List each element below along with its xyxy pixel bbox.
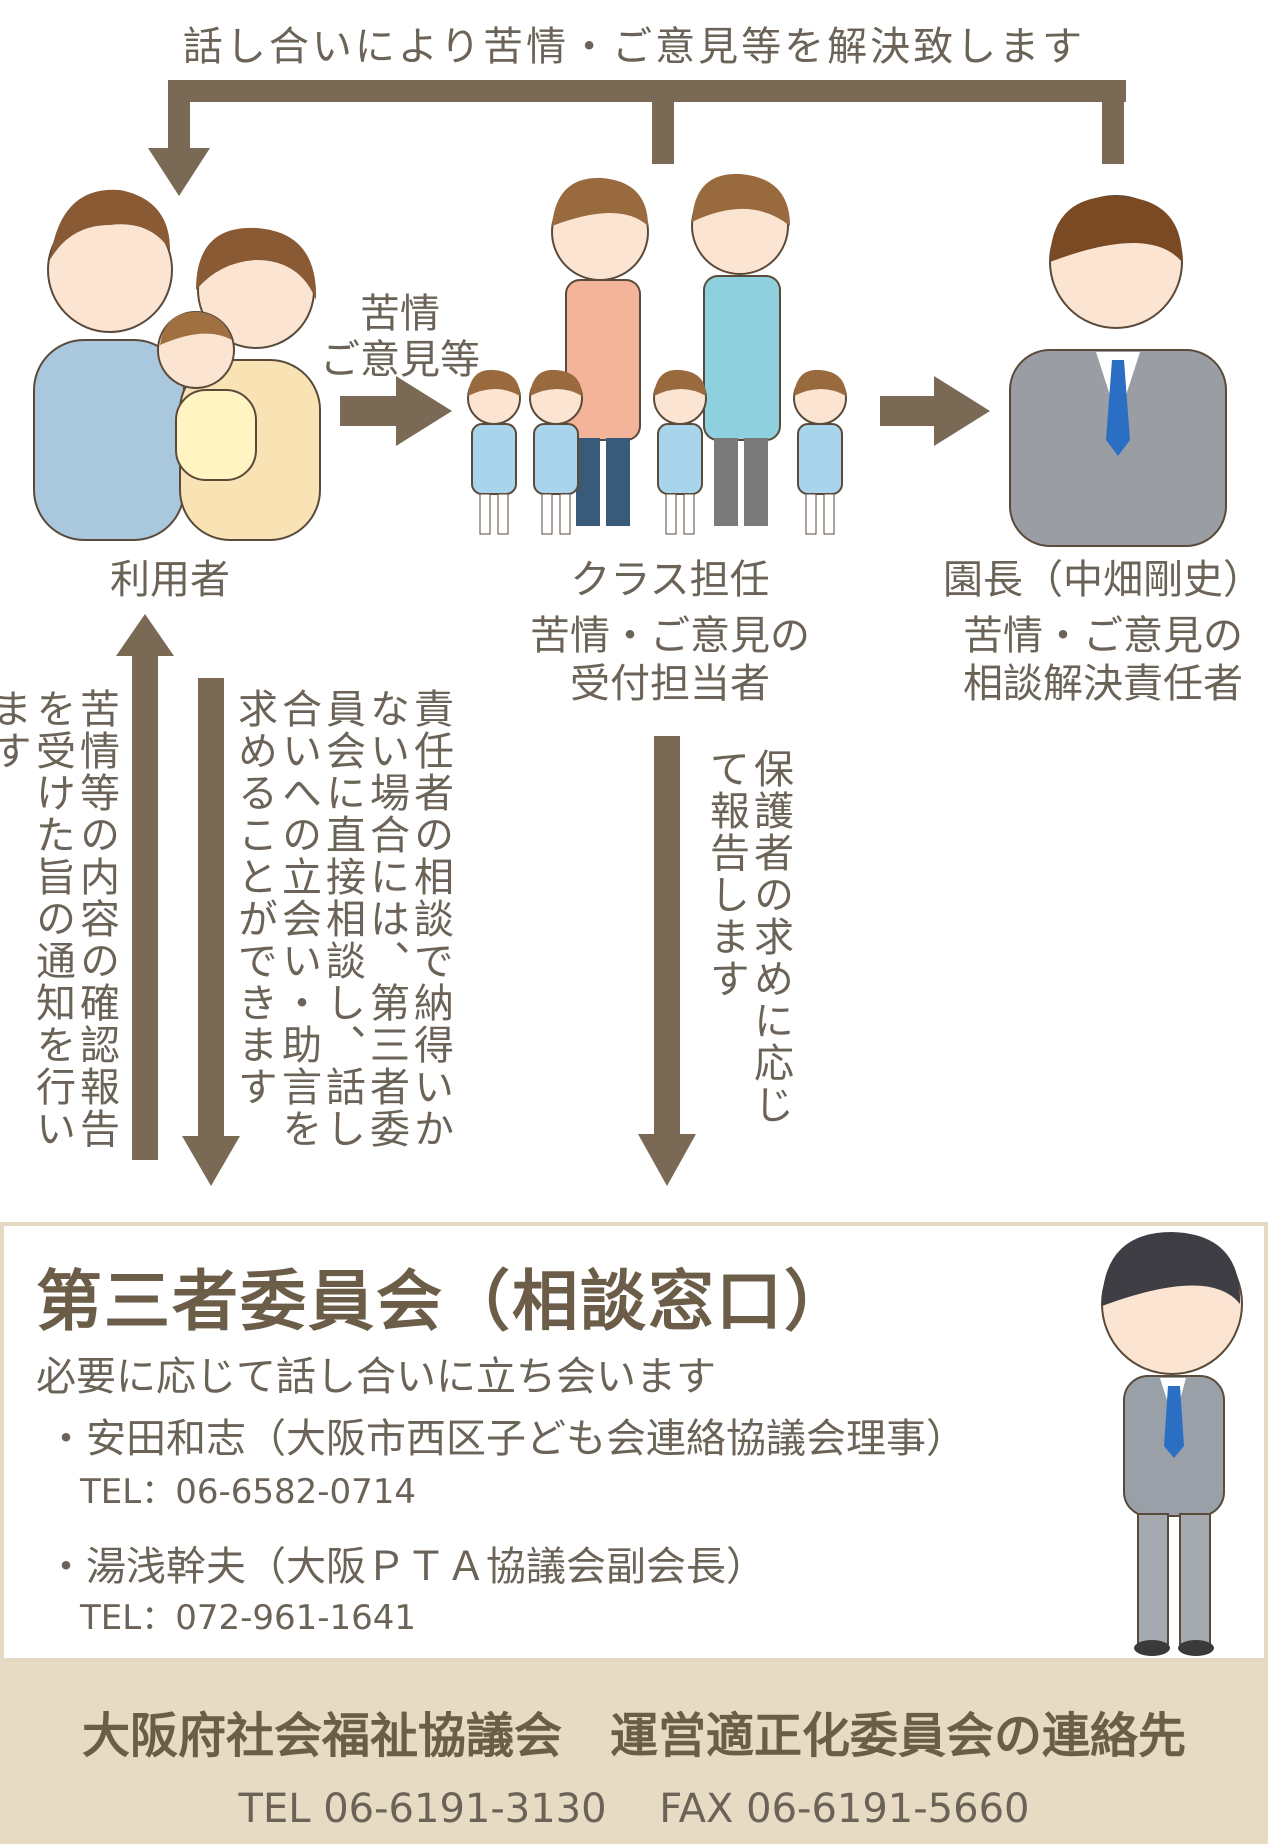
principal-role-2: 相談解決責任者 xyxy=(963,661,1243,707)
member-name-1: ・安田和志（大阪市西区子ども会連絡協議会理事） xyxy=(46,1416,966,1462)
report-note: 保護者の求めに応じて報告します xyxy=(703,748,793,1126)
family-illustration xyxy=(33,189,321,541)
principal-illustration xyxy=(1009,195,1227,547)
footer-title: 大阪府社会福祉協議会 運営適正化委員会の連絡先 xyxy=(81,1708,1186,1764)
committee-subtitle: 必要に応じて話し合いに立ち会います xyxy=(36,1354,716,1400)
member-name-2: ・湯浅幹夫（大阪ＰＴＡ協議会副会長） xyxy=(46,1544,766,1590)
confirmation-note: 苦情等の内容の確認報告を受けた旨の通知を行います xyxy=(0,688,119,1150)
users-label: 利用者 xyxy=(110,557,230,603)
committee-member-illustration xyxy=(1101,1232,1243,1656)
committee-panel xyxy=(0,1222,1268,1662)
principal-title: 園長（中畑剛史） xyxy=(943,557,1263,603)
footer-band xyxy=(0,1662,1268,1844)
class-teacher-title: クラス担任 xyxy=(570,557,770,603)
member-tel-2: TEL：072-961-1641 xyxy=(80,1598,417,1638)
footer-contact: TEL 06-6191-3130 FAX 06-6191-5660 xyxy=(238,1786,1030,1832)
committee-title: 第三者委員会（相談窓口） xyxy=(36,1263,852,1340)
member-tel-1: TEL：06-6582-0714 xyxy=(80,1472,417,1512)
complaint-label-line1: 苦情 xyxy=(360,291,440,337)
top-message: 話し合いにより苦情・ご意見等を解決致します xyxy=(182,24,1086,70)
complaint-label-line2: ご意見等 xyxy=(320,337,480,383)
principal-role-1: 苦情・ご意見の xyxy=(963,613,1243,659)
teachers-illustration xyxy=(467,173,847,535)
class-teacher-role-2: 受付担当者 xyxy=(570,661,770,707)
direct-consult-note: 責任者の相談で納得いかない場合には、第三者委員会に直接相談し、話し合いへの立会い… xyxy=(231,688,453,1150)
class-teacher-role-1: 苦情・ご意見の xyxy=(530,613,810,659)
flow-diagram xyxy=(33,80,1227,1186)
